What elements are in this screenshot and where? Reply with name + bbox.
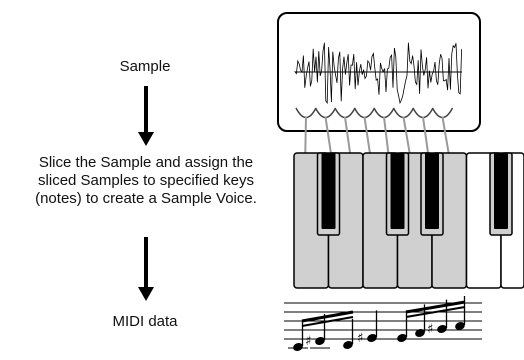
sharp-sign: ♯: [305, 334, 311, 349]
down-arrow-icon: [138, 86, 154, 148]
down-arrow-icon: [138, 237, 154, 303]
note-head: [293, 343, 303, 351]
note-head: [437, 325, 447, 333]
black-key: [390, 153, 405, 229]
note-beam: [405, 300, 466, 314]
black-key: [494, 153, 508, 229]
description-line-3: (notes) to create a Sample Voice.: [35, 190, 257, 207]
note-head: [367, 334, 377, 342]
note-head: [315, 337, 325, 345]
note-head: [455, 322, 465, 330]
black-key: [321, 153, 336, 229]
slice-description: Slice the Sample and assign the sliced S…: [0, 154, 292, 208]
description-line-1: Slice the Sample and assign the: [38, 154, 254, 171]
sharp-sign: ♯: [427, 322, 433, 337]
sharp-sign: ♯: [357, 331, 363, 346]
sample-label: Sample: [119, 58, 171, 75]
note-beam: [301, 310, 354, 323]
note-beam: [405, 306, 466, 318]
note-head: [415, 329, 425, 337]
note-head: [343, 341, 353, 349]
waveform-icon: [294, 42, 462, 105]
midi-data-label: MIDI data: [112, 313, 178, 330]
note-beam: [301, 316, 354, 327]
piano-keyboard-icon: [293, 152, 524, 289]
description-line-2: sliced Samples to specified keys: [38, 172, 254, 189]
music-staff-icon: ♯ ♯ ♯: [284, 296, 482, 351]
black-key: [425, 153, 439, 229]
note-head: [397, 334, 407, 342]
